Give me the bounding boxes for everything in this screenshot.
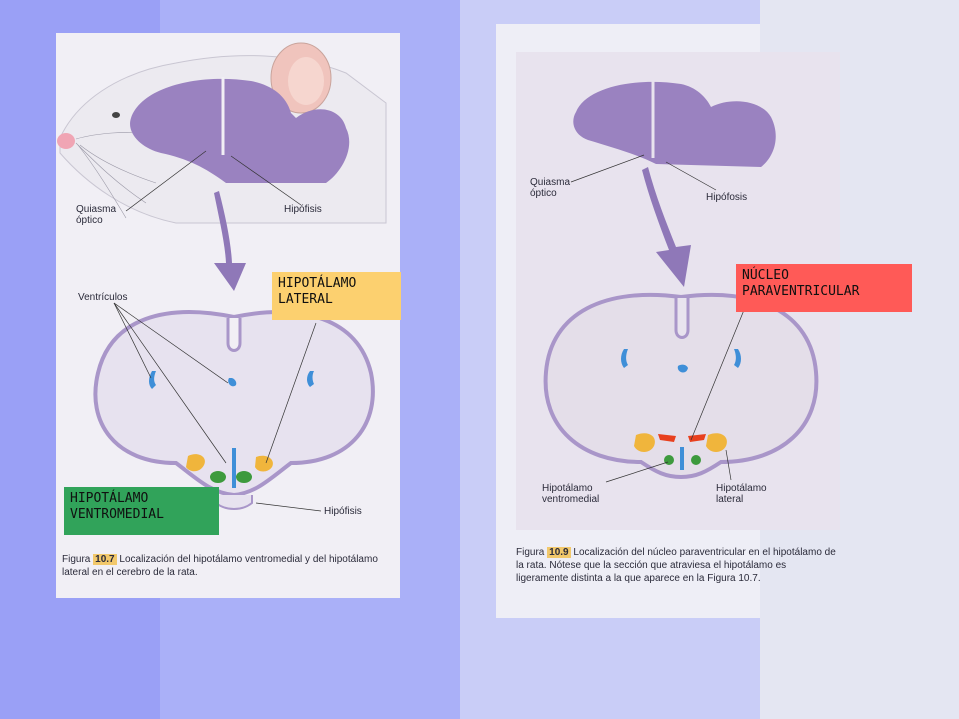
ventricle-ventral <box>232 448 236 488</box>
lateral-hypothalamus-left-right-fig <box>634 433 655 452</box>
ventricles-label: Ventrículos <box>78 292 128 303</box>
pituitary-label-right: Hipófosis <box>706 192 748 203</box>
ventromedial-label-right: Hipotálamo ventromedial <box>542 483 600 505</box>
ventricle-left-right-fig <box>621 349 628 368</box>
down-arrow-icon <box>214 191 246 291</box>
caption-figure-number-right: 10.9 <box>547 547 571 558</box>
rat-nose-icon <box>57 133 75 149</box>
leader-lines-top-right <box>570 154 717 191</box>
ventricle-left <box>149 371 156 389</box>
rat-eye-icon <box>112 112 120 118</box>
leader-lines-section <box>113 302 322 512</box>
figure-10-9-illustration <box>543 80 819 483</box>
ventricle-third <box>228 378 237 387</box>
ventricle-right <box>307 371 314 387</box>
ventricle-ventral-right-fig <box>680 447 684 470</box>
coronal-section-right <box>543 292 819 480</box>
pituitary-bottom-label: Hipófisis <box>324 506 362 517</box>
pituitary-top-label: Hipófisis <box>284 204 322 215</box>
callout-ventromedial-hypothalamus: HIPOTÁLAMO VENTROMEDIAL <box>64 487 219 535</box>
down-arrow-right-icon <box>642 167 691 287</box>
figure-10-7-illustration <box>57 42 387 512</box>
ventricle-third-right-fig <box>677 364 688 373</box>
sagittal-brain-right <box>573 80 776 167</box>
lateral-hypothalamus-right-right-fig <box>706 433 727 452</box>
figure-10-7-caption: Figura 10.7 Localización del hipotálamo … <box>62 553 392 579</box>
paraventricular-left <box>658 434 676 442</box>
leader-lines-section-right <box>605 309 745 483</box>
ventromedial-left-right-fig <box>664 455 674 465</box>
coronal-section <box>93 310 375 510</box>
ventromedial-right <box>236 471 252 483</box>
optic-chiasm-label-right: Quiasma óptico <box>530 177 571 199</box>
lateral-hypothalamus-left <box>186 454 205 472</box>
figure-10-9-caption: Figura 10.9 Localización del núcleo para… <box>516 546 840 585</box>
caption-figure-number: 10.7 <box>93 554 117 565</box>
lateral-label-right: Hipotálamo lateral <box>716 483 767 505</box>
ventromedial-right-right-fig <box>691 455 701 465</box>
callout-lateral-hypothalamus: HIPOTÁLAMO LATERAL <box>272 272 401 320</box>
caption-figure-word: Figura <box>62 554 91 565</box>
caption-text-right: Localización del núcleo paraventricular … <box>516 547 836 584</box>
rat-ear-inner <box>288 57 324 105</box>
caption-text: Localización del hipotálamo ventromedial… <box>62 554 378 578</box>
caption-figure-word-right: Figura <box>516 547 545 558</box>
sagittal-brain <box>130 77 350 183</box>
ventromedial-left <box>210 471 226 483</box>
leader-lines-top <box>125 150 302 212</box>
optic-chiasm-label: Quiasma óptico <box>76 204 117 226</box>
callout-paraventricular-nucleus: NÚCLEO PARAVENTRICULAR <box>736 264 912 312</box>
ventricle-right-right-fig <box>734 349 741 368</box>
lateral-hypothalamus-right <box>255 455 273 472</box>
